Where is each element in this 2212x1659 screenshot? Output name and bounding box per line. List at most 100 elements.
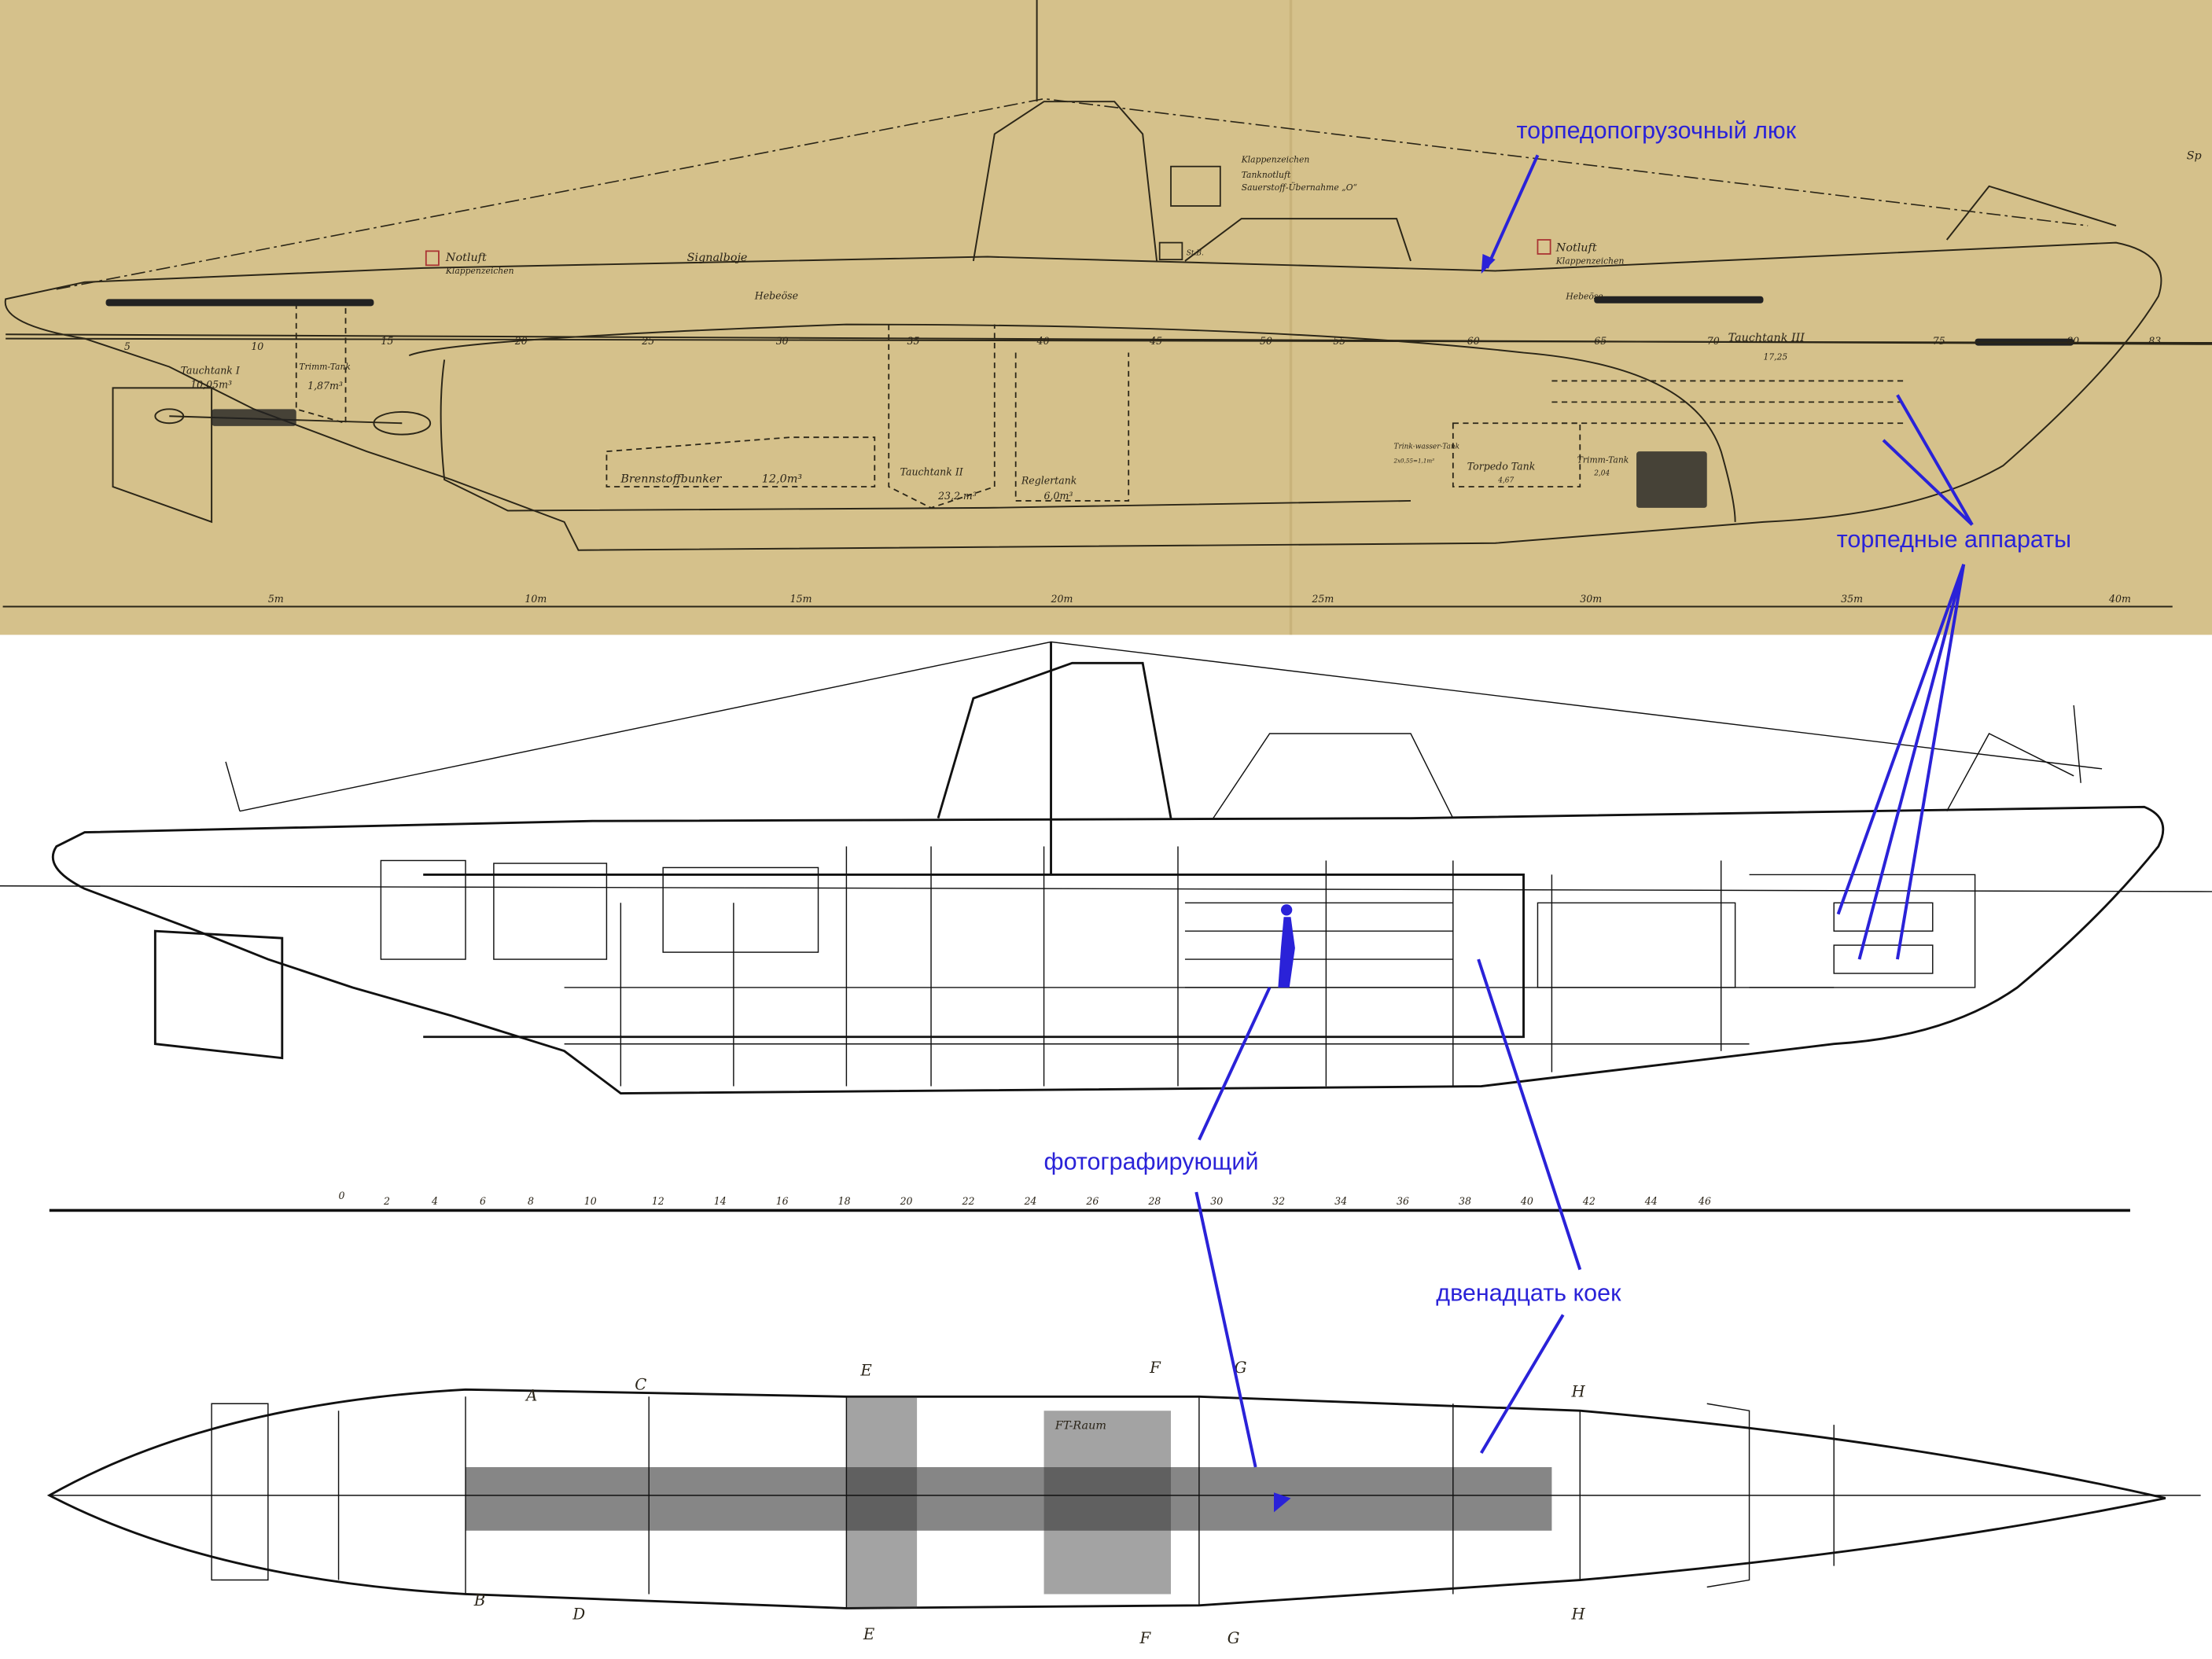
frame-tick: 20 (514, 335, 528, 347)
ruler-tick: 12 (652, 1195, 664, 1207)
annotation-torpedo-hatch: торпедопогрузочный люк (1517, 117, 1797, 144)
label-notluft-2: Notluft (1555, 241, 1597, 254)
section-marker-f-top: F (1149, 1359, 1161, 1377)
photographer-figure-icon (1278, 917, 1295, 988)
label-torpedotank-volume: 4,67 (1497, 477, 1514, 485)
section-marker-f-bottom: F (1139, 1629, 1152, 1647)
section-marker-g-bottom: G (1227, 1629, 1240, 1647)
indicator-panel-icon (1170, 165, 1221, 207)
section-marker-g-top: G (1235, 1359, 1247, 1377)
ruler-tick: 16 (776, 1195, 789, 1207)
label-trinkwasser-volume: 2x0,55=1,1m³ (1393, 458, 1434, 465)
label-brennstoffbunker-volume: 12,0m³ (762, 473, 803, 486)
label-corner: Sp (2187, 150, 2202, 163)
label-sauerstoff: Sauerstoff-Übernahme „O“ (1242, 182, 1358, 193)
annotation-twelve-bunks: двенадцать коек (1436, 1279, 1621, 1306)
ruler-tick: 8 (528, 1195, 534, 1207)
frame-ruler: 5 10 15 20 25 30 35 40 45 50 55 60 65 70… (6, 335, 2212, 352)
annotations: торпедопогрузочный люк торпедные аппарат… (1044, 117, 2071, 1468)
scale-tick: 10m (524, 593, 547, 605)
ruler-tick: 24 (1023, 1195, 1036, 1207)
ruler-tick: 36 (1397, 1195, 1409, 1207)
ruler-tick: 2 (383, 1195, 390, 1207)
label-tanknotluft: Tanknotluft (1242, 170, 1291, 180)
ruler-tick: 38 (1459, 1195, 1471, 1207)
label-tauchtank-2-volume: 23,2 m³ (937, 490, 977, 502)
frame-tick: 15 (381, 335, 393, 347)
label-trimmtank-volume: 1,87m³ (307, 380, 343, 392)
notluft-marker-icon (1537, 239, 1551, 255)
ruler-tick: 32 (1272, 1195, 1285, 1207)
section-marker-d: D (572, 1606, 585, 1624)
ruler-tick: 6 (480, 1195, 486, 1207)
label-reglertank: Reglertank (1021, 474, 1077, 486)
label-tauchtank-2: Tauchtank II (900, 466, 964, 478)
section-markers: A B C D E E F F G G H H (473, 1359, 1586, 1647)
label-tauchtank-1: Tauchtank I (181, 364, 241, 376)
frame-tick: 25 (641, 335, 654, 347)
frame-scale-ruler: 0 2 4 6 8 10 12 14 16 18 20 22 24 26 28 … (49, 1190, 2130, 1212)
label-hebeoese-2: Hebeöse (1565, 291, 1603, 301)
frame-tick: 45 (1149, 335, 1162, 347)
frame-tick: 65 (1594, 335, 1607, 347)
ruler-tick: 46 (1698, 1195, 1711, 1207)
label-trimmtank-2: Trimm-Tank (1577, 455, 1629, 465)
frame-tick: 60 (1467, 335, 1480, 347)
ruler-tick: 18 (838, 1195, 851, 1207)
ruler-tick: 40 (1520, 1195, 1533, 1207)
ruler-tick: 28 (1147, 1195, 1161, 1207)
ruler-tick: 26 (1085, 1195, 1099, 1207)
plan-view-panel: FT-Raum A B C D E E F F G G H H (46, 1359, 2201, 1647)
blueprint-labels: Notluft Klappenzeichen Signalboje Hebeös… (181, 150, 2202, 502)
scale-tick: 40m (2108, 593, 2131, 605)
label-klappenzeichen: Klappenzeichen (445, 266, 514, 276)
section-marker-e-top: E (859, 1361, 872, 1379)
scale-tick: 25m (1311, 593, 1334, 605)
ruler-tick: 14 (714, 1195, 727, 1207)
frame-tick: 55 (1333, 335, 1345, 347)
frame-tick: 10 (251, 340, 263, 352)
scale-tick: 15m (790, 593, 812, 605)
label-stb: St.B. (1187, 250, 1204, 258)
ruler-tick: 30 (1210, 1195, 1223, 1207)
ruler-tick: 42 (1582, 1195, 1596, 1207)
side-cutaway-panel (0, 641, 2212, 1094)
label-brennstoffbunker: Brennstoffbunker (620, 473, 722, 486)
frame-tick: 80 (2067, 335, 2079, 347)
section-marker-a: A (524, 1387, 537, 1405)
scale-tick: 20m (1051, 593, 1073, 605)
label-klappenzeichen-2: Klappenzeichen (1241, 154, 1310, 164)
label-torpedotank: Torpedo Tank (1467, 460, 1536, 472)
frame-tick: 5 (124, 340, 131, 352)
frame-tick: 83 (2148, 335, 2161, 347)
ruler-tick: 34 (1334, 1195, 1347, 1207)
ruler-tick: 20 (900, 1195, 913, 1207)
scale-tick: 30m (1580, 593, 1602, 605)
ruler-tick: 4 (431, 1195, 438, 1207)
frame-tick: 75 (1933, 335, 1945, 347)
photographer-marker-icon (1273, 1492, 1291, 1513)
frame-tick: 30 (776, 335, 789, 347)
label-klappenzeichen-3: Klappenzeichen (1555, 256, 1625, 267)
notluft-marker-icon (425, 250, 440, 267)
label-notluft: Notluft (445, 252, 487, 264)
ruler-tick: 22 (962, 1195, 975, 1207)
label-ft-raum: FT-Raum (1054, 1420, 1106, 1433)
ruler-tick: 0 (339, 1190, 345, 1201)
blueprint-panel: 5 10 15 20 25 30 35 40 45 50 55 60 65 70… (0, 0, 2212, 635)
label-reglertank-volume: 6,0m³ (1044, 490, 1073, 502)
section-marker-h-bottom: H (1571, 1606, 1586, 1624)
label-tauchtank-3: Tauchtank III (1728, 332, 1805, 344)
annotation-torpedo-tubes: торпедные аппараты (1837, 526, 2071, 553)
frame-tick: 50 (1260, 335, 1272, 347)
metre-scale: 5m 10m 15m 20m 25m 30m 35m 40m (2, 593, 2173, 608)
frame-tick: 70 (1707, 335, 1720, 347)
section-marker-b: B (473, 1591, 485, 1609)
label-trimmtank: Trimm-Tank (299, 362, 351, 372)
frame-tick: 40 (1036, 335, 1050, 347)
label-hebeoese: Hebeöse (754, 289, 798, 301)
scale-tick: 5m (268, 593, 284, 605)
ruler-tick: 10 (584, 1195, 597, 1207)
annotation-photographer: фотографирующий (1044, 1148, 1259, 1175)
